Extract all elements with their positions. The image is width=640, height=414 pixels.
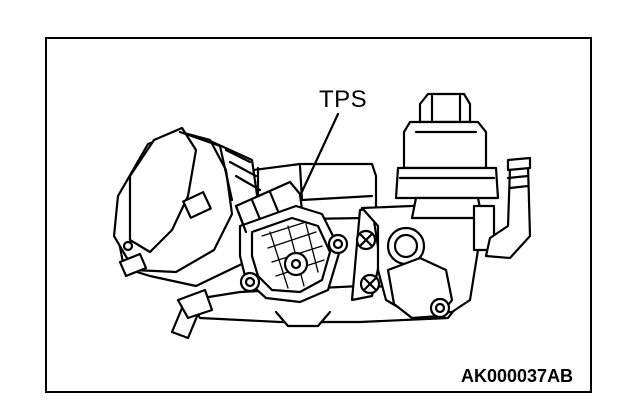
tps-leader-line bbox=[298, 112, 340, 198]
actuator-housing bbox=[112, 126, 264, 288]
tps-callout-label: TPS bbox=[319, 86, 368, 113]
tps-sensor bbox=[234, 180, 349, 304]
throttle-shaft-stub bbox=[170, 288, 214, 340]
cover-plate bbox=[360, 202, 480, 320]
cross-screw-upper bbox=[355, 229, 377, 251]
coolant-pipe bbox=[484, 156, 532, 260]
cross-screw-lower bbox=[359, 273, 381, 295]
figure-code: AK000037AB bbox=[461, 366, 574, 386]
